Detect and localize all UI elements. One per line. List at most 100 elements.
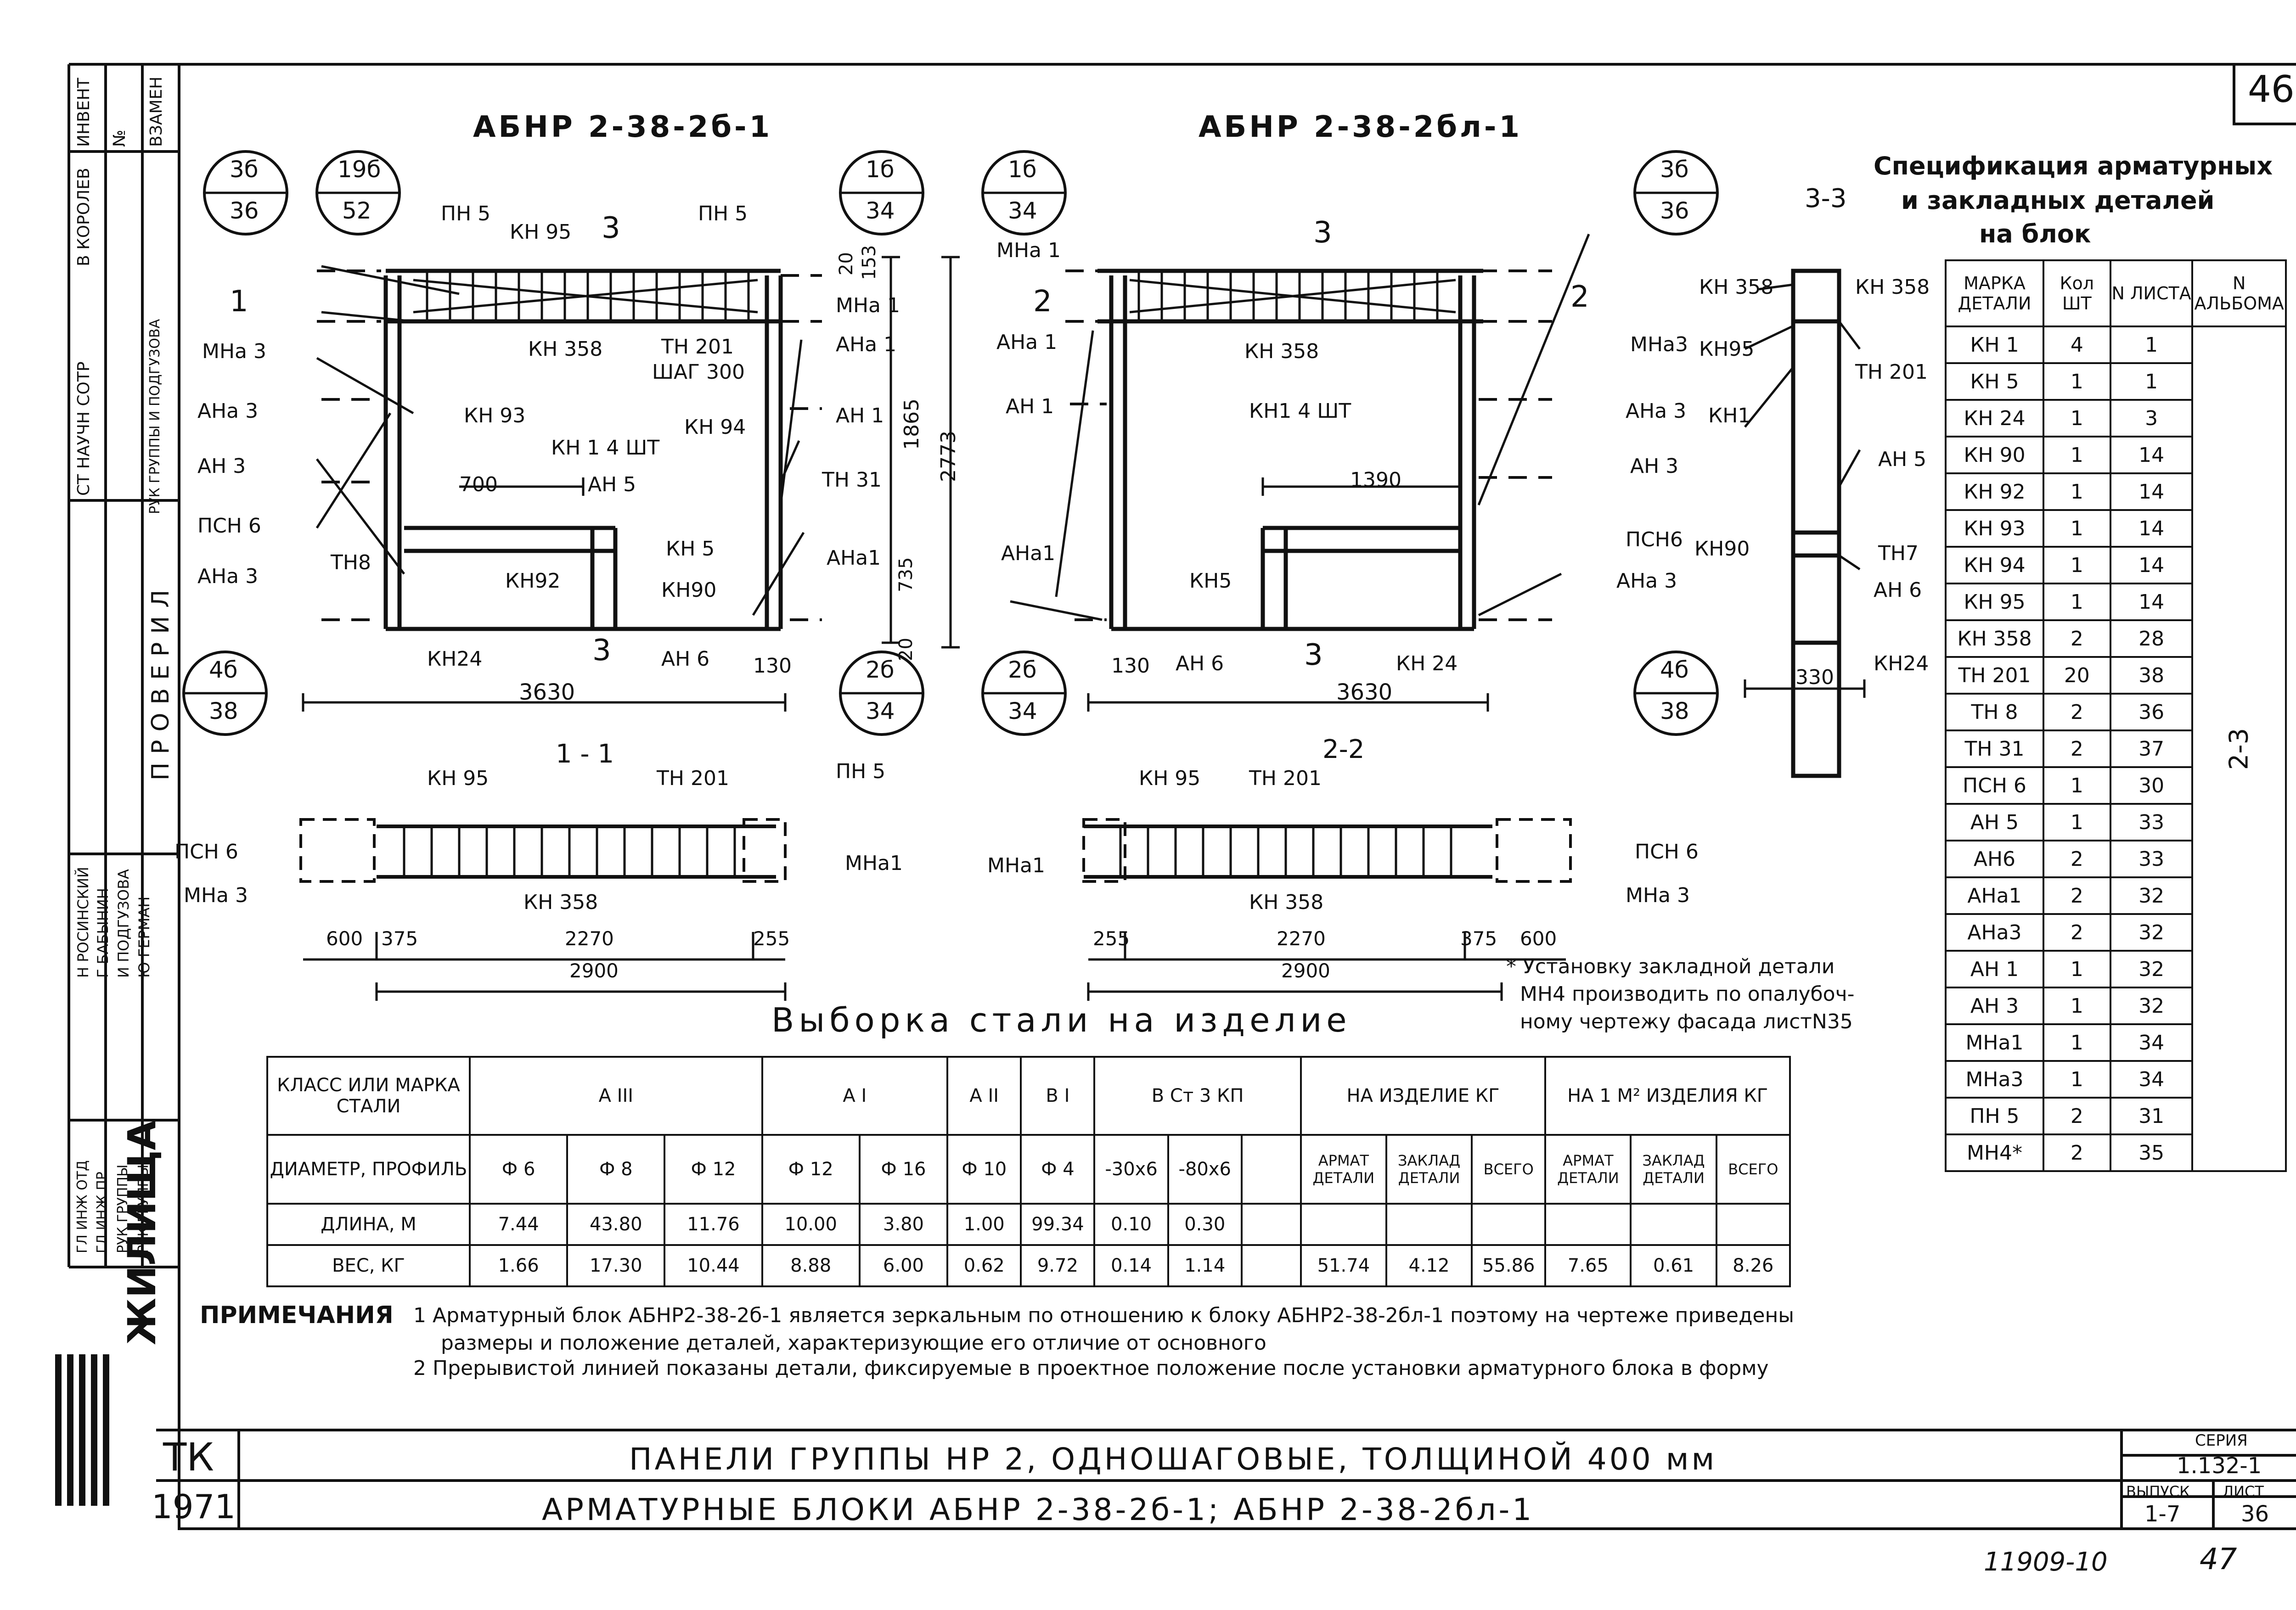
steel-length — [1300, 1203, 1387, 1246]
spec-cell: 31 — [2109, 1097, 2194, 1135]
steel-length: 43.80 — [566, 1203, 666, 1246]
left-an6: АН 6 — [661, 647, 710, 671]
steel-weight-label: ВЕС, КГ — [266, 1244, 471, 1287]
spec-cell: 1 — [2042, 803, 2111, 841]
steel-diam: Ф 8 — [566, 1134, 666, 1205]
left-kn358: КН 358 — [528, 337, 603, 361]
right-ana1b: АНа1 — [1001, 542, 1056, 565]
callout-right-br-top: 4б — [1660, 656, 1689, 683]
title-block-year: 1971 — [152, 1487, 236, 1526]
spec-cell: 2 — [2042, 619, 2111, 658]
steel-class-label: КЛАСС ИЛИ МАРКА СТАЛИ — [266, 1056, 471, 1136]
s1-d2270: 2270 — [565, 927, 614, 950]
s1-mna1: МНа1 — [845, 852, 903, 875]
left-shag: ШАГ 300 — [652, 360, 745, 384]
stamp-invent: ИНВЕНТ — [74, 78, 93, 147]
s2-mna1: МНа1 — [987, 854, 1046, 877]
sheet-number: 46 — [2248, 68, 2295, 111]
steel-length-label: ДЛИНА, М — [266, 1203, 471, 1246]
left-kn95: КН 95 — [510, 220, 572, 244]
steel-weight: 51.74 — [1300, 1244, 1387, 1287]
spec-cell: КН 1 — [1945, 325, 2044, 364]
spec-cell: 2 — [2042, 1133, 2111, 1172]
org-logo — [55, 1354, 115, 1506]
right-ana3b: АНа 3 — [1616, 569, 1677, 593]
s1-d375: 375 — [381, 927, 418, 950]
steel-length: 11.76 — [664, 1203, 763, 1246]
spec-cell: 33 — [2109, 803, 2194, 841]
steel-weight — [1240, 1244, 1302, 1287]
left-ana3: АНа 3 — [197, 399, 259, 423]
title-block-tk: ТК — [163, 1435, 214, 1480]
spec-cell: КН 94 — [1945, 546, 2044, 584]
stamp-role-ruk2: РУК ГРУППЫ — [135, 1164, 152, 1253]
steel-class-a1: А I — [761, 1056, 949, 1136]
spec-header-album: N АЛЬБОМА — [2191, 259, 2287, 327]
callout-left-bl-bottom: 38 — [209, 698, 238, 724]
s2-kn358: КН 358 — [1249, 891, 1324, 914]
spec-cell: КН 90 — [1945, 436, 2044, 474]
spec-cell: 14 — [2109, 509, 2194, 548]
callout-left-tr-bottom: 34 — [866, 197, 895, 224]
left-kn93: КН 93 — [464, 404, 526, 427]
spec-cell: 1 — [2042, 766, 2111, 805]
stamp-vzamen: ВЗАМЕН — [147, 76, 166, 147]
s2-mna3: МНа 3 — [1626, 884, 1690, 907]
steel-na-m2: НА 1 М² ИЗДЕЛИЯ КГ — [1544, 1056, 1791, 1136]
s2-d255: 255 — [1093, 927, 1130, 950]
spec-cell: КН 24 — [1945, 399, 2044, 438]
left-d3630: 3630 — [519, 679, 575, 705]
spec-header-sheet: N ЛИСТА — [2109, 259, 2194, 327]
callout-right-tl-bottom: 34 — [1008, 197, 1037, 224]
note-2: 2 Прерывистой линией показаны детали, фи… — [413, 1357, 1769, 1380]
steel-weight: 10.44 — [664, 1244, 763, 1287]
spec-cell: 1 — [2042, 987, 2111, 1025]
spec-cell: 1 — [2042, 509, 2111, 548]
s3-kn358b: КН 358 — [1855, 275, 1930, 299]
left-psn6: ПСН 6 — [197, 514, 261, 538]
steel-length: 1.00 — [946, 1203, 1022, 1246]
steel-weight: 8.26 — [1715, 1244, 1791, 1287]
section-2-title: 2-2 — [1322, 735, 1365, 764]
spec-cell: АН 3 — [1945, 987, 2044, 1025]
steel-table: КЛАСС ИЛИ МАРКА СТАЛИ А III А I А II В I… — [266, 1056, 1791, 1287]
left-d153: 153 — [859, 245, 880, 280]
spec-table: МАРКА ДЕТАЛИ Кол ШТ N ЛИСТА N АЛЬБОМА КН… — [1945, 259, 2287, 1172]
left-block-title: АБНР 2-38-2б-1 — [473, 110, 773, 144]
spec-cell: 32 — [2109, 950, 2194, 988]
left-kn5: КН 5 — [666, 537, 715, 561]
s1-kn95: КН 95 — [427, 767, 489, 790]
left-d735: 735 — [895, 557, 917, 592]
left-kn92: КН92 — [505, 569, 561, 593]
left-an5: АН 5 — [588, 473, 636, 496]
callout-right-tr-bottom: 36 — [1660, 197, 1689, 224]
spec-cell: 14 — [2109, 546, 2194, 584]
spec-cell: 35 — [2109, 1133, 2194, 1172]
right-d130: 130 — [1111, 654, 1150, 678]
right-block-title: АБНР 2-38-2бл-1 — [1199, 110, 1522, 144]
spec-title-3: на блок — [1979, 219, 2091, 248]
steel-diam: Ф 12 — [664, 1134, 763, 1205]
callout-left-tl-bottom: 36 — [230, 197, 259, 224]
spec-cell: 1 — [2042, 950, 2111, 988]
left-ana1: АНа 1 — [836, 333, 897, 356]
spec-cell: 1 — [2042, 436, 2111, 474]
archive-number: 11909-10 — [1984, 1547, 2108, 1577]
spec-cell: МНа1 — [1945, 1023, 2044, 1062]
steel-length: 99.34 — [1020, 1203, 1096, 1246]
steel-length — [1715, 1203, 1791, 1246]
spec-cell: 32 — [2109, 913, 2194, 952]
spec-header-mark: МАРКА ДЕТАЛИ — [1945, 259, 2044, 327]
right-ana1: АНа 1 — [996, 331, 1058, 354]
steel-sub: ВСЕГО — [1715, 1134, 1791, 1205]
spec-cell: 1 — [2042, 472, 2111, 511]
spec-cell: МНа3 — [1945, 1060, 2044, 1099]
callout-right-tr-top: 3б — [1660, 156, 1689, 183]
steel-sub: ВСЕГО — [1471, 1134, 1547, 1205]
callout-left-tl-top: 3б — [230, 156, 259, 183]
left-kn94: КН 94 — [684, 415, 746, 439]
list-label: ЛИСТ — [2223, 1483, 2264, 1500]
right-kn358: КН 358 — [1244, 340, 1319, 363]
s1-d255: 255 — [753, 927, 790, 950]
spec-cell: 2 — [2042, 840, 2111, 878]
